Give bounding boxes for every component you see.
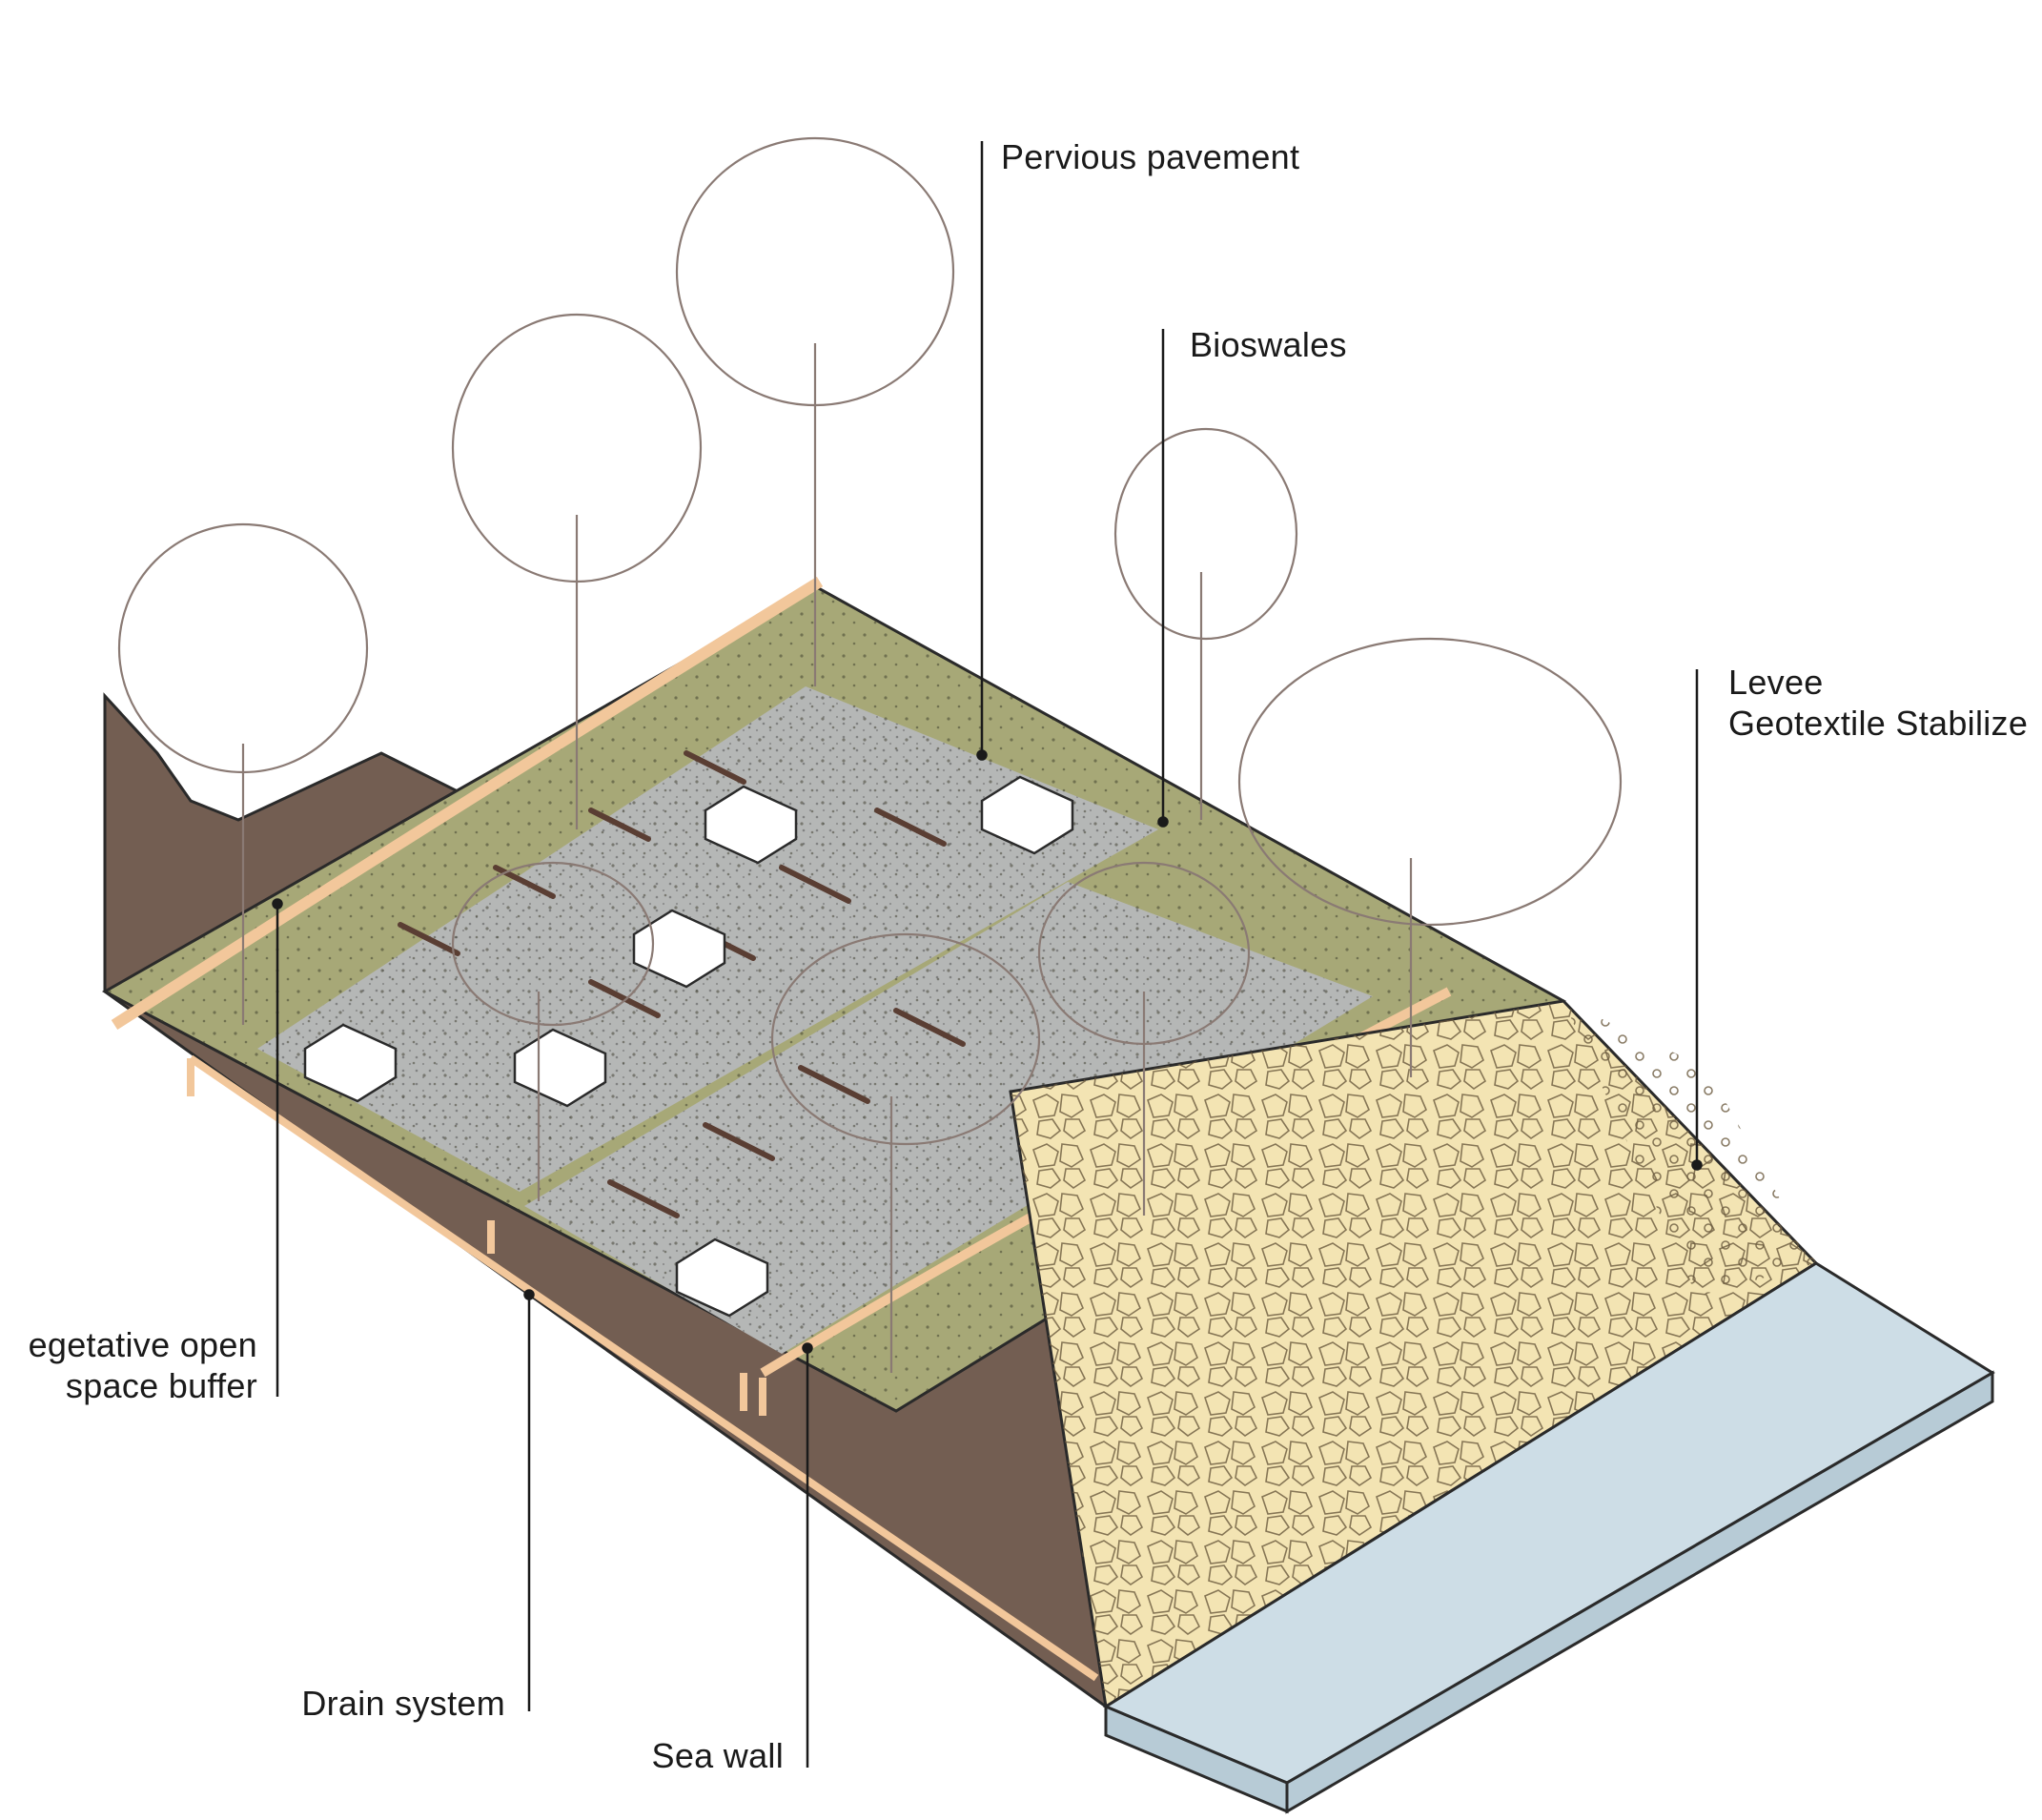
label-sea-wall: Sea wall	[651, 1736, 784, 1775]
water-end	[1285, 1370, 1994, 1814]
parked-cars	[303, 775, 1074, 1318]
levee-rock-texture	[1011, 1001, 1816, 1707]
leader-lines	[272, 141, 1703, 1768]
label-bioswales: Bioswales	[1190, 325, 1347, 364]
trees	[117, 136, 1623, 1373]
label-vegetative-line2: space buffer	[65, 1366, 257, 1405]
parking-stall-lines	[398, 750, 966, 1218]
label-drain-system: Drain system	[301, 1684, 505, 1723]
label-geotextile: Geotextile Stabilize	[1728, 704, 2029, 743]
label-vegetative-line1: egetative open	[28, 1325, 257, 1364]
label-levee: Levee	[1728, 663, 1824, 702]
drain-pipe	[188, 1054, 1099, 1682]
geotextile-texture	[1563, 1001, 1816, 1297]
label-pervious-pavement: Pervious pavement	[1001, 137, 1300, 176]
footpath	[111, 576, 824, 1031]
